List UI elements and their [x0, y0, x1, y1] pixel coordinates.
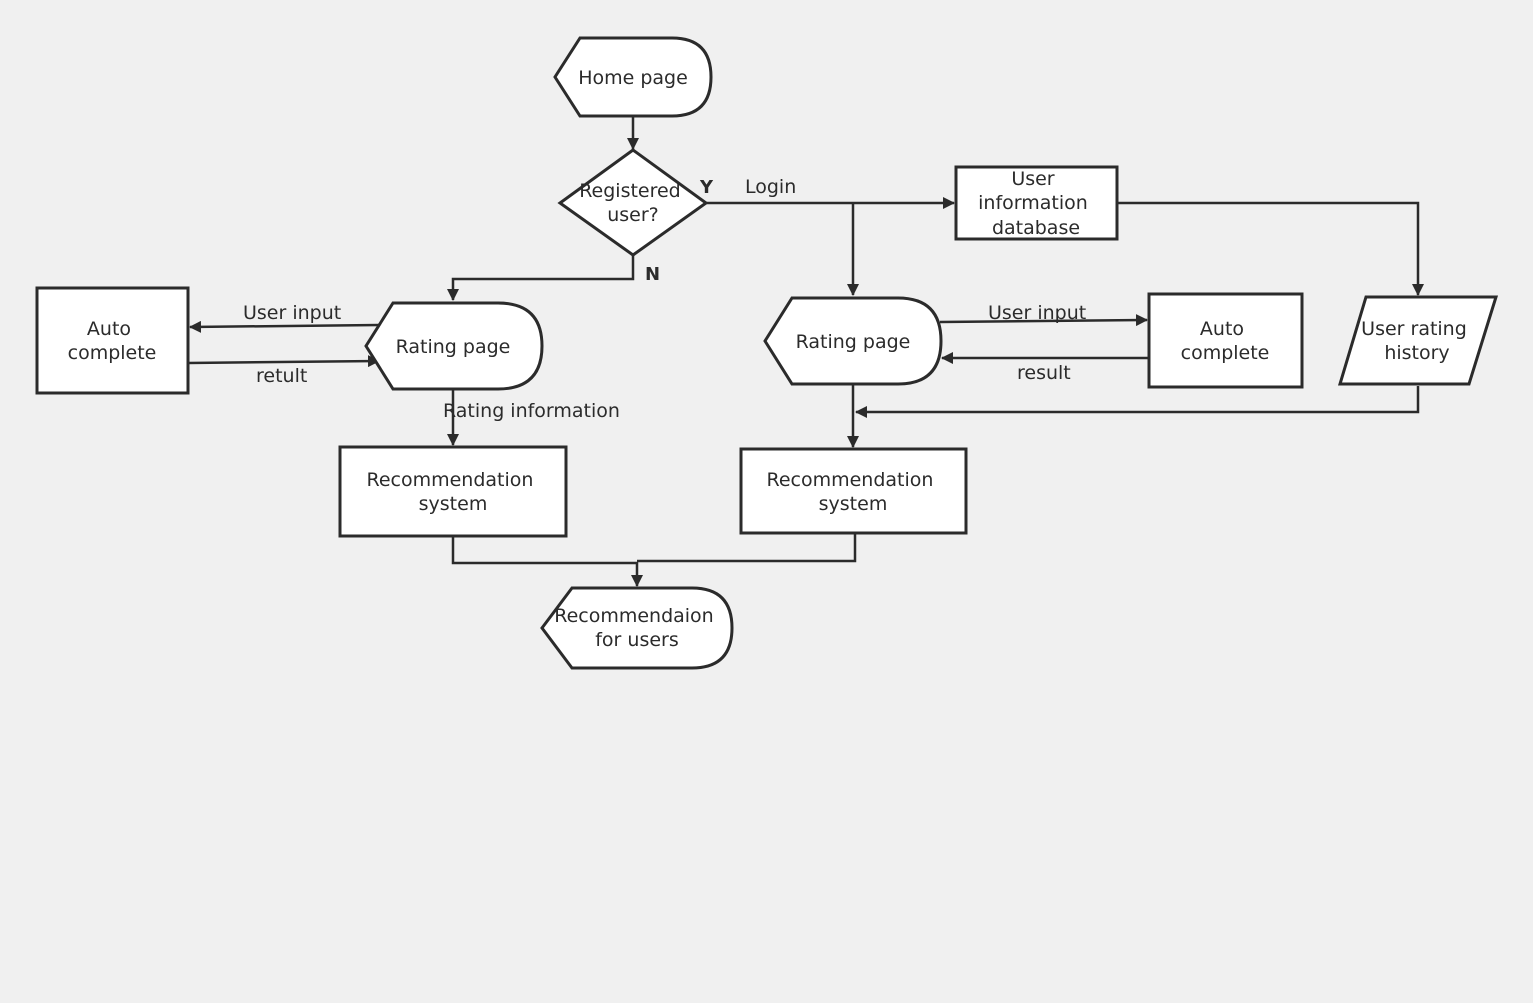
edge-auto-left-to-rating-left	[187, 355, 380, 368]
process-box	[338, 445, 568, 538]
login-label: Login	[745, 176, 796, 198]
node-registered-user-decision: Registered user?	[557, 148, 709, 257]
node-user-information-database: User information database	[954, 165, 1119, 241]
home-page-label: Home page	[578, 67, 688, 89]
display-shape	[364, 301, 544, 391]
display-shape	[540, 586, 734, 670]
process-box	[739, 447, 968, 535]
display-shape	[553, 36, 713, 118]
edge-userdb-to-history	[1117, 201, 1424, 296]
rec-system-right-label: Recommendation system	[766, 469, 939, 515]
node-user-rating-history: User rating history	[1337, 295, 1499, 386]
registered-user-label: Registered user?	[579, 180, 687, 226]
process-box	[954, 165, 1119, 241]
user-info-db-label: User information database	[978, 168, 1094, 239]
user-input-right-label: User input	[988, 302, 1086, 324]
node-recommendation-system-left: Recommendation system	[338, 445, 568, 538]
data-parallelogram	[1337, 295, 1499, 386]
edge-history-to-rec-right	[855, 386, 1420, 418]
edge-rec-right-to-output	[637, 534, 857, 563]
node-rating-page-right: Rating page	[763, 296, 943, 386]
auto-complete-right-label: Auto complete	[1181, 318, 1270, 364]
process-box	[1147, 292, 1304, 389]
rating-page-left-label: Rating page	[396, 336, 511, 358]
edge-rating-left-to-auto-left	[189, 320, 380, 333]
decision-diamond	[557, 148, 709, 257]
edge-rec-left-to-output	[451, 536, 643, 587]
display-shape	[763, 296, 943, 386]
result-right-label: result	[1017, 362, 1071, 384]
node-rating-page-left: Rating page	[364, 301, 544, 391]
node-recommendation-for-users: Recommendaion for users	[540, 586, 734, 670]
rating-information-label: Rating information	[443, 400, 620, 422]
yes-label: Y	[699, 177, 714, 198]
node-auto-complete-right: Auto complete	[1147, 292, 1304, 389]
node-auto-complete-left: Auto complete	[35, 286, 190, 395]
node-home-page: Home page	[553, 36, 713, 118]
rating-page-right-label: Rating page	[796, 331, 911, 353]
auto-complete-left-label: Auto complete	[68, 318, 157, 364]
no-label: N	[645, 264, 660, 285]
edge-registered-to-rating-left	[447, 255, 635, 301]
edge-rating-right-to-auto-right	[939, 314, 1148, 327]
node-recommendation-system-right: Recommendation system	[739, 447, 968, 535]
user-rating-history-label: User rating history	[1361, 318, 1473, 364]
process-box	[35, 286, 190, 395]
rec-system-left-label: Recommendation system	[366, 469, 539, 515]
user-input-left-label: User input	[243, 302, 341, 324]
retult-left-label: retult	[256, 365, 307, 387]
rec-for-users-label: Recommendaion for users	[554, 605, 720, 651]
